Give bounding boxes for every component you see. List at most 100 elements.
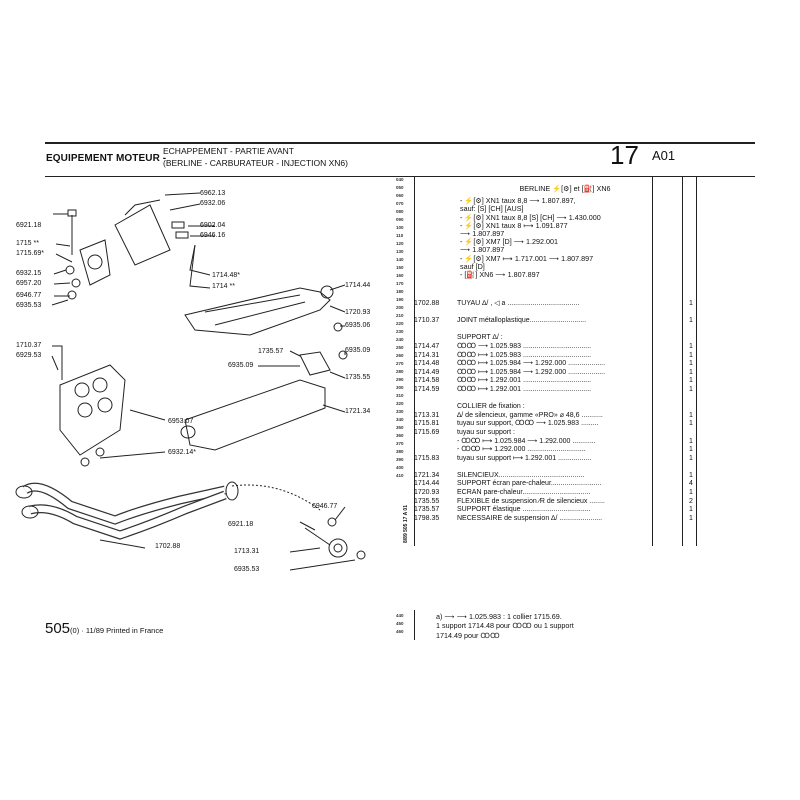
condition-row: - ⚡[⚙] XN1 taux 8,8 [S] [CH] ⟶ 1.430.000 xyxy=(460,212,601,222)
part-desc: SUPPORT élastique ......................… xyxy=(457,506,591,514)
parts-row xyxy=(414,326,696,335)
condition-row: ⟶ 1.807.897 xyxy=(460,245,505,255)
part-qty: 1 xyxy=(689,300,693,307)
part-reference-label: 6902.04 xyxy=(200,222,226,229)
part-reference-label: 1721.34 xyxy=(345,408,371,415)
part-code: 1710.37 xyxy=(414,317,440,325)
part-desc: - ꝎꝎ ⟼ 1.025.984 ⟶ 1.292.000 ...........… xyxy=(457,437,596,445)
part-desc: SUPPORT ∆/ : xyxy=(457,334,503,342)
condition-row: - [⛽] XN6 ⟶ 1.807.897 xyxy=(460,270,540,280)
title-line-2: (BERLINE - CARBURATEUR - INJECTION XN6) xyxy=(163,158,348,168)
parts-row: 1735.55 FLEXIBLE de suspension ∕R de sile… xyxy=(414,498,696,507)
part-code: 1715.83 xyxy=(414,454,440,462)
part-reference-label: 6932.15 xyxy=(16,270,42,277)
scale-mark: 160 xyxy=(396,273,404,278)
scale-mark: 180 xyxy=(396,289,404,294)
part-reference-label: 1714.44 xyxy=(345,282,371,289)
part-code: 1715.69 xyxy=(414,428,440,436)
part-qty: 1 xyxy=(689,368,693,376)
parts-row: 1715.83 tuyau sur support ⟼ 1.292.001 ..… xyxy=(414,455,696,464)
part-reference-label: 6946.77 xyxy=(16,292,42,299)
part-qty: 1 xyxy=(689,360,693,368)
part-qty: 1 xyxy=(689,489,693,497)
scale-mark: 130 xyxy=(396,249,404,254)
part-reference-label: 6957.20 xyxy=(16,280,42,287)
part-reference-label: 6932.14* xyxy=(168,449,197,456)
scale-mark: 340 xyxy=(396,417,404,422)
part-reference-label: 1710.37 xyxy=(16,342,42,349)
part-qty: 1 xyxy=(689,437,693,445)
part-code: 1714.59 xyxy=(414,385,440,393)
footnote-line: 1714.49 pour ꝎꝎ xyxy=(436,630,500,640)
condition-row: ⟶ 1.807.897 xyxy=(460,229,505,239)
scale-mark: 390 xyxy=(396,457,404,462)
footnote: a) ⟶ ⟶ 1.025.983 : 1 collier 1715.69. 1 … xyxy=(436,612,574,640)
scale-mark: 230 xyxy=(396,329,404,334)
scale-mark: 320 xyxy=(396,401,404,406)
part-code: 1714.31 xyxy=(414,351,440,359)
scale-mark: 200 xyxy=(396,305,404,310)
part-qty: 1 xyxy=(689,420,693,428)
part-desc: ꝎꝎ ⟼ 1.025.984 ⟶ 1.292.000 .............… xyxy=(457,360,606,368)
scale-mark: 360 xyxy=(396,433,404,438)
condition-row: - ⚡[⚙] XM7 ⟼ 1.717.001 ⟶ 1.807.897 xyxy=(460,253,594,263)
parts-row xyxy=(414,463,696,472)
part-desc: tuyau sur support, ꝎꝎ ⟶ 1.025.983 ......… xyxy=(457,420,599,428)
part-desc: ꝎꝎ ⟼ 1.025.984 ⟶ 1.292.000 .............… xyxy=(457,368,606,376)
part-reference-label: 6953.07 xyxy=(168,418,194,425)
scale-mark: 310 xyxy=(396,393,404,398)
part-code: 1735.55 xyxy=(414,497,440,505)
part-qty: 1 xyxy=(689,471,693,479)
part-desc: ꝎꝎ ⟼ 1.292.001 .........................… xyxy=(457,377,592,385)
parts-row: COLLIER de fixation : xyxy=(414,403,696,412)
section-title: EQUIPEMENT MOTEUR - xyxy=(46,153,167,164)
footer-model: 505 xyxy=(45,620,71,637)
part-reference-label: 6935.53 xyxy=(16,302,42,309)
part-qty: 4 xyxy=(689,480,693,488)
part-desc: ∆/ de silencieux, gamme «PRO» ⌀ 48,6 ...… xyxy=(457,411,603,419)
header-bottom-rule xyxy=(45,176,755,177)
condition-row: sauf: [S] [CH] [AUS] xyxy=(460,204,524,214)
part-desc: NECESSAIRE de suspension ∆/ ............… xyxy=(457,514,603,522)
part-reference-label: 6962.13 xyxy=(200,190,226,197)
scale-mark: 290 xyxy=(396,377,404,382)
vertical-tag: 8/89 505 17 A 01 xyxy=(403,505,409,543)
scale-mark: 300 xyxy=(396,385,404,390)
part-code: 1714.58 xyxy=(414,377,440,385)
page-number: 17 xyxy=(610,140,639,170)
scale-mark: 450 xyxy=(396,621,404,626)
scale-mark: 440 xyxy=(396,613,404,618)
part-qty: 2 xyxy=(689,497,693,505)
scale-mark: 260 xyxy=(396,353,404,358)
scale-mark: 220 xyxy=(396,321,404,326)
scale-mark: 350 xyxy=(396,425,404,430)
part-desc: ECRAN pare-chaleur......................… xyxy=(457,489,591,497)
part-qty: 1 xyxy=(689,317,693,325)
part-desc: ꝎꝎ ⟶ 1.025.983 .........................… xyxy=(457,342,592,350)
footer: 505(0) · 11/89 Printed in France xyxy=(45,620,163,637)
part-reference-label: 1720.93 xyxy=(345,309,371,316)
scale-mark: 170 xyxy=(396,281,404,286)
part-code: 1721.34 xyxy=(414,471,440,479)
part-qty: 1 xyxy=(689,514,693,522)
scale-mark: 140 xyxy=(396,257,404,262)
parts-row xyxy=(414,395,696,404)
part-code: 1715.81 xyxy=(414,420,440,428)
part-reference-label: 6935.09 xyxy=(345,347,371,354)
part-qty: 1 xyxy=(689,342,693,350)
column-divider xyxy=(414,610,415,640)
part-desc: FLEXIBLE de suspension ∕R de silencieux … xyxy=(457,497,605,505)
scale-mark: 210 xyxy=(396,313,404,318)
part-reference-label: 6921.18 xyxy=(16,222,42,229)
